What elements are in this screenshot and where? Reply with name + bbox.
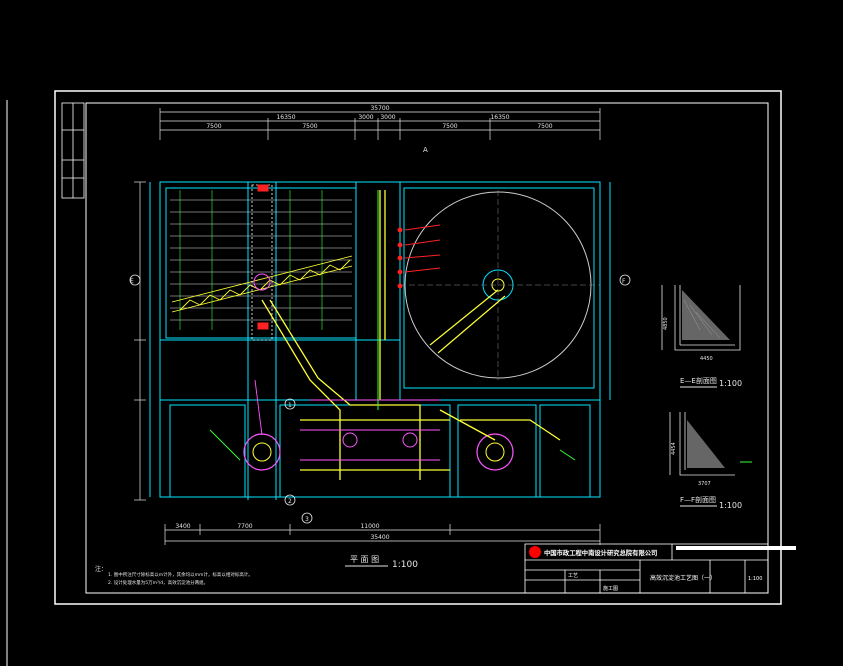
plan-scale: 1:100 — [392, 560, 418, 570]
top-dimension-lines — [159, 108, 601, 140]
green-pipe — [209, 190, 576, 461]
sec-e-dim-w: 4450 — [700, 356, 713, 362]
bottom-dimension-lines — [164, 524, 601, 545]
section-f-title: F—F剖面图 — [680, 495, 716, 504]
dim-bottom-11000: 11000 — [360, 523, 379, 530]
company-logo — [529, 546, 541, 558]
section-e-title: E—E剖面图 — [680, 376, 717, 385]
center-well — [253, 273, 271, 291]
sec-e-dim-h: 4850 — [663, 317, 669, 330]
binding-strip — [61, 102, 85, 199]
company-name: 中国市政工程中南设计研究总院有限公司 — [544, 548, 657, 557]
dim-7500-c: 7500 — [442, 123, 457, 130]
mark-A: A — [423, 146, 428, 154]
drawing-title: 高效沉淀池工艺图（一） — [650, 574, 716, 582]
title-bar-white — [676, 546, 796, 550]
dim-bottom-total: 35400 — [370, 534, 389, 541]
section-e-scale: 1:100 — [719, 379, 742, 388]
dim-7500-d: 7500 — [537, 123, 552, 130]
dim-7500-a: 7500 — [206, 123, 221, 130]
notes-line1: 1. 图中所注尺寸除标高以m计外，其余均以mm计，标高以相对标高计。 — [108, 571, 253, 578]
title-block — [524, 543, 769, 594]
mixing-tanks — [243, 432, 514, 471]
outer-border — [54, 90, 782, 605]
dim-7500-b: 7500 — [302, 123, 317, 130]
dim-mid1: 3000 — [358, 114, 373, 121]
lamella-verticals — [179, 190, 323, 330]
dim-bottom-3400: 3400 — [175, 523, 190, 530]
sec-f-dim-w: 3707 — [698, 481, 711, 487]
scraper-truss — [171, 255, 353, 313]
axis-label-1: 1 — [288, 402, 292, 409]
thickener — [400, 190, 600, 380]
dim-total: 35700 — [370, 105, 389, 112]
axis-label-3: 3 — [305, 516, 309, 523]
lamella-settler — [170, 199, 352, 321]
section-f-scale: 1:100 — [719, 501, 742, 510]
plan-title: 平 面 图 — [350, 555, 379, 564]
section-e-hatch — [683, 299, 721, 339]
dim-bottom-7700: 7700 — [237, 523, 252, 530]
title-field-c: 1:100 — [748, 576, 762, 582]
pipe-network — [261, 190, 561, 480]
title-field-a: 工艺 — [568, 573, 578, 579]
sec-f-dim-h: 4454 — [671, 442, 677, 455]
section-e — [661, 285, 741, 351]
mark-E: E — [130, 278, 134, 285]
notes-head: 注： — [95, 565, 107, 573]
section-f — [669, 412, 735, 476]
dim-mid2: 3000 — [380, 114, 395, 121]
title-field-b: 施工图 — [603, 585, 618, 592]
left-dimension-lines — [134, 181, 146, 501]
inner-border — [85, 102, 769, 594]
central-column — [251, 184, 273, 341]
dim-left-block: 16350 — [276, 114, 295, 121]
mark-F: F — [622, 278, 626, 285]
notes-line2: 2. 设计处理水量为5万m³/d，高效沉淀池分两组。 — [108, 579, 208, 586]
axis-bubbles — [129, 274, 631, 524]
red-annotations — [257, 184, 441, 330]
dim-right-block: 16350 — [490, 114, 509, 121]
axis-label-2: 2 — [288, 498, 292, 505]
pipe-network-alt — [254, 379, 440, 461]
